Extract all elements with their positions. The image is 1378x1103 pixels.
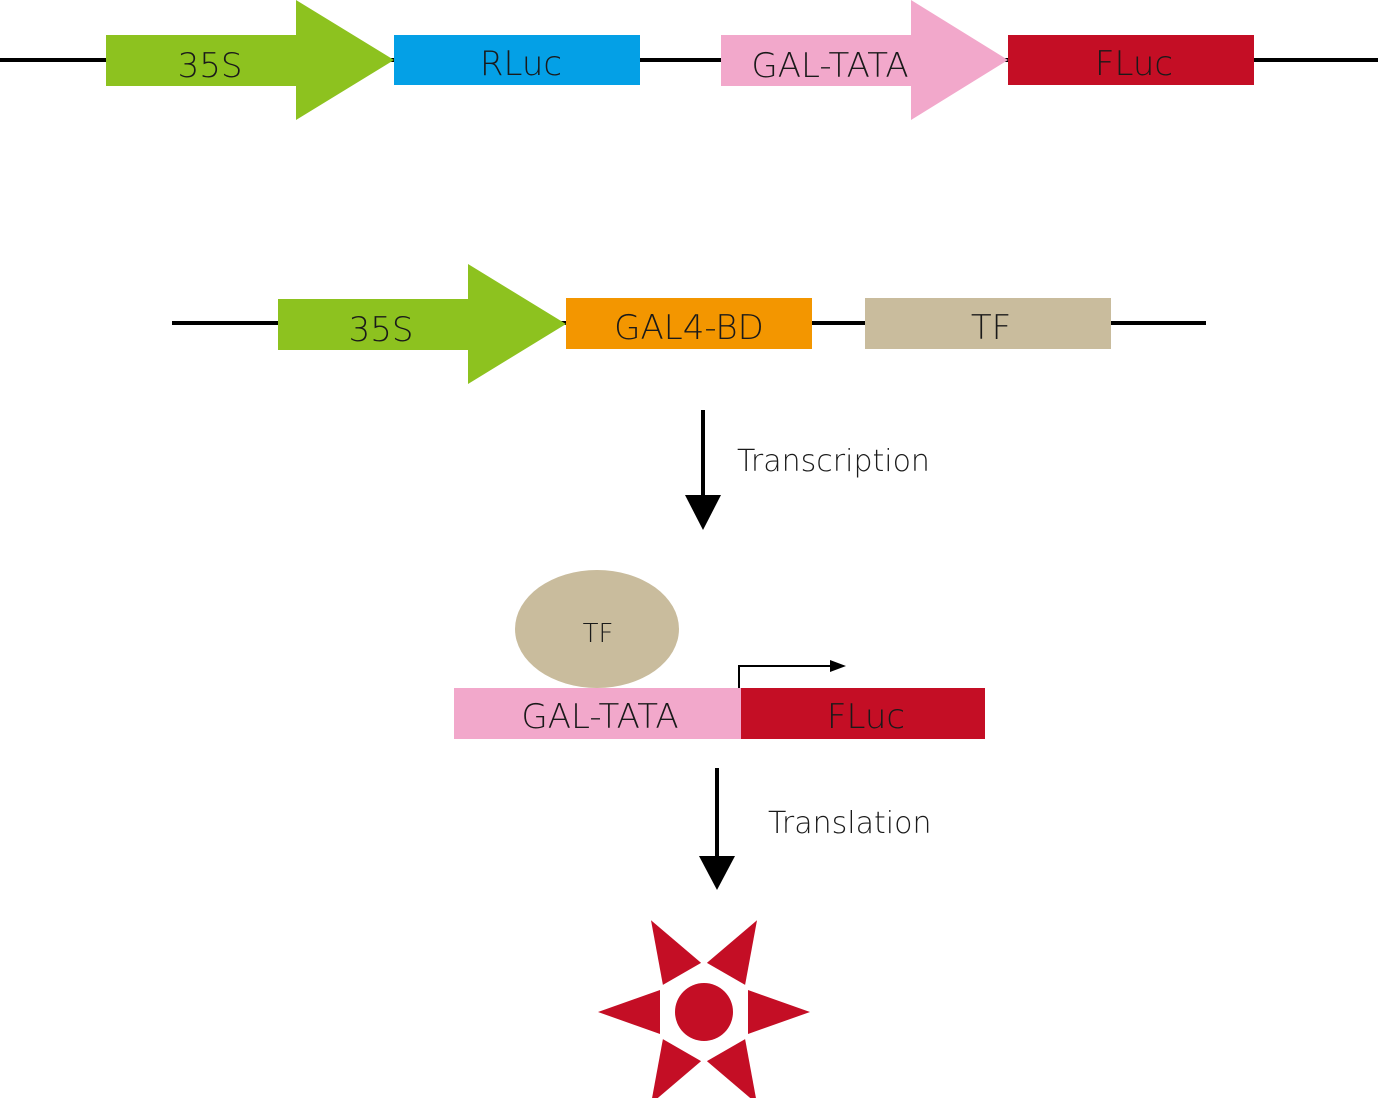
rluc-label: RLuc [480, 44, 562, 84]
reporter-gal-tata-promoter: GAL-TATA [721, 0, 1008, 120]
transcription-start-arrow-icon [738, 660, 846, 688]
activation-gal-tata-box [454, 688, 742, 739]
reporter-rluc-gene: RLuc [394, 35, 640, 85]
rluc-box [394, 35, 640, 85]
reporter-35s-promoter: 35S [106, 0, 394, 120]
activation-complex: TF GAL-TATA FLuc [454, 570, 985, 739]
effector-35s-arrow [278, 264, 566, 384]
gal4-bd-domain: GAL4-BD [566, 298, 812, 349]
reporter-35s-arrow [106, 0, 394, 120]
burst-ray [651, 1039, 702, 1103]
activation-gal-tata-label: GAL-TATA [521, 697, 678, 737]
reporter-fluc-box [1008, 35, 1254, 85]
transcription-label: Transcription [737, 444, 930, 479]
reporter-fluc-gene: FLuc [1008, 35, 1254, 85]
effector-construct: 35S GAL4-BD TF [172, 264, 1206, 384]
translation-step: Translation [699, 768, 931, 890]
effector-35s-label: 35S [349, 310, 414, 350]
reporter-gal-tata-arrow [721, 0, 1008, 120]
transcription-arrow-head [685, 495, 721, 530]
effector-tf-gene: TF [865, 298, 1111, 349]
activation-fluc-label: FLuc [827, 697, 905, 737]
burst-ray [748, 990, 810, 1034]
effector-tf-label: TF [971, 308, 1011, 348]
activation-fluc-box [741, 688, 985, 739]
tf-protein-ellipse [515, 570, 679, 688]
burst-ray [651, 920, 702, 985]
burst-ray [598, 990, 660, 1034]
effector-35s-promoter: 35S [278, 264, 566, 384]
reporter-gal-tata-label: GAL-TATA [751, 46, 908, 86]
reporter-35s-label: 35S [178, 46, 243, 86]
gal4-bd-label: GAL4-BD [614, 308, 764, 348]
gal4-bd-box [566, 298, 812, 349]
burst-ray [706, 920, 757, 985]
translation-label: Translation [768, 806, 931, 841]
burst-core [675, 983, 733, 1041]
transcription-step: Transcription [685, 410, 930, 530]
luminescence-burst-icon [598, 920, 810, 1103]
translation-arrow-head [699, 856, 735, 890]
reporter-fluc-label: FLuc [1095, 44, 1173, 84]
tf-protein-label: TF [583, 619, 614, 649]
reporter-construct: 35S RLuc GAL-TATA FLuc [0, 0, 1378, 120]
burst-ray [706, 1039, 757, 1103]
effector-tf-box [865, 298, 1111, 349]
